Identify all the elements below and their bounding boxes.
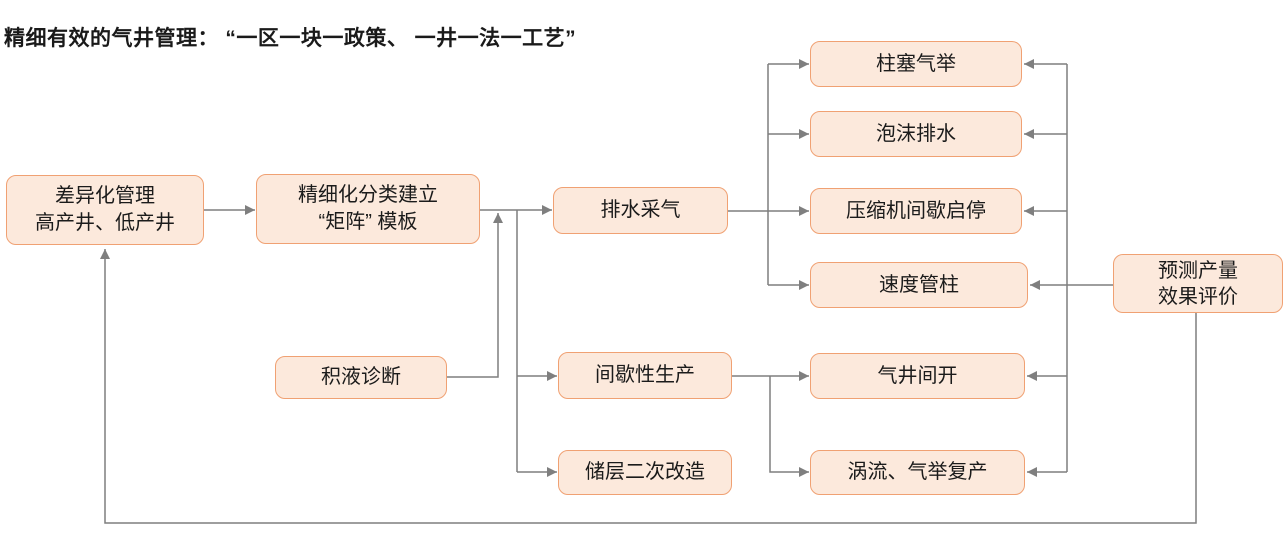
node-line: 速度管柱 bbox=[879, 273, 959, 296]
node-line: 效果评价 bbox=[1158, 285, 1238, 308]
node-line: 柱塞气举 bbox=[876, 52, 956, 75]
node-predict-evaluate: 预测产量 效果评价 bbox=[1113, 254, 1283, 313]
node-vortex-gas-lift-restart: 涡流、气举复产 bbox=[810, 450, 1025, 495]
node-velocity-string: 速度管柱 bbox=[810, 262, 1028, 308]
node-line: 泡沫排水 bbox=[876, 122, 956, 145]
node-line: 积液诊断 bbox=[321, 366, 401, 389]
node-line: “矩阵” 模板 bbox=[318, 211, 418, 233]
node-reservoir-restimulation: 储层二次改造 bbox=[558, 450, 732, 495]
page-title: 精细有效的气井管理： “一区一块一政策、 一井一法一工艺” bbox=[4, 27, 577, 50]
edge-feedback-loop bbox=[100, 249, 1197, 524]
node-line: 间歇性生产 bbox=[595, 364, 695, 387]
node-line: 气井间开 bbox=[877, 364, 958, 387]
node-line: 排水采气 bbox=[600, 199, 681, 222]
node-matrix-template: 精细化分类建立 “矩阵” 模板 bbox=[256, 174, 480, 244]
edge-liquid-to-mainline bbox=[447, 213, 503, 378]
node-line: 精细化分类建立 bbox=[298, 184, 438, 207]
node-plunger-gas-lift: 柱塞气举 bbox=[810, 41, 1022, 87]
node-intermittent-production: 间歇性生产 bbox=[558, 352, 732, 399]
node-liquid-diagnosis: 积液诊断 bbox=[275, 356, 447, 399]
node-drainage-gas-recovery: 排水采气 bbox=[553, 187, 728, 234]
edge-intermittent-to-vortex bbox=[769, 376, 809, 477]
node-line: 压缩机间歇启停 bbox=[846, 199, 986, 222]
node-well-intermittent-opening: 气井间开 bbox=[810, 353, 1025, 399]
node-line: 储层二次改造 bbox=[585, 461, 705, 484]
node-line: 涡流、气举复产 bbox=[847, 461, 988, 484]
node-foam-drainage: 泡沫排水 bbox=[810, 111, 1022, 157]
node-line: 差异化管理 bbox=[55, 185, 155, 208]
node-line: 高产井、低产井 bbox=[35, 212, 175, 234]
node-compressor-start-stop: 压缩机间歇启停 bbox=[810, 188, 1022, 234]
node-line: 预测产量 bbox=[1158, 259, 1238, 282]
node-differentiated-management: 差异化管理 高产井、低产井 bbox=[6, 175, 204, 245]
